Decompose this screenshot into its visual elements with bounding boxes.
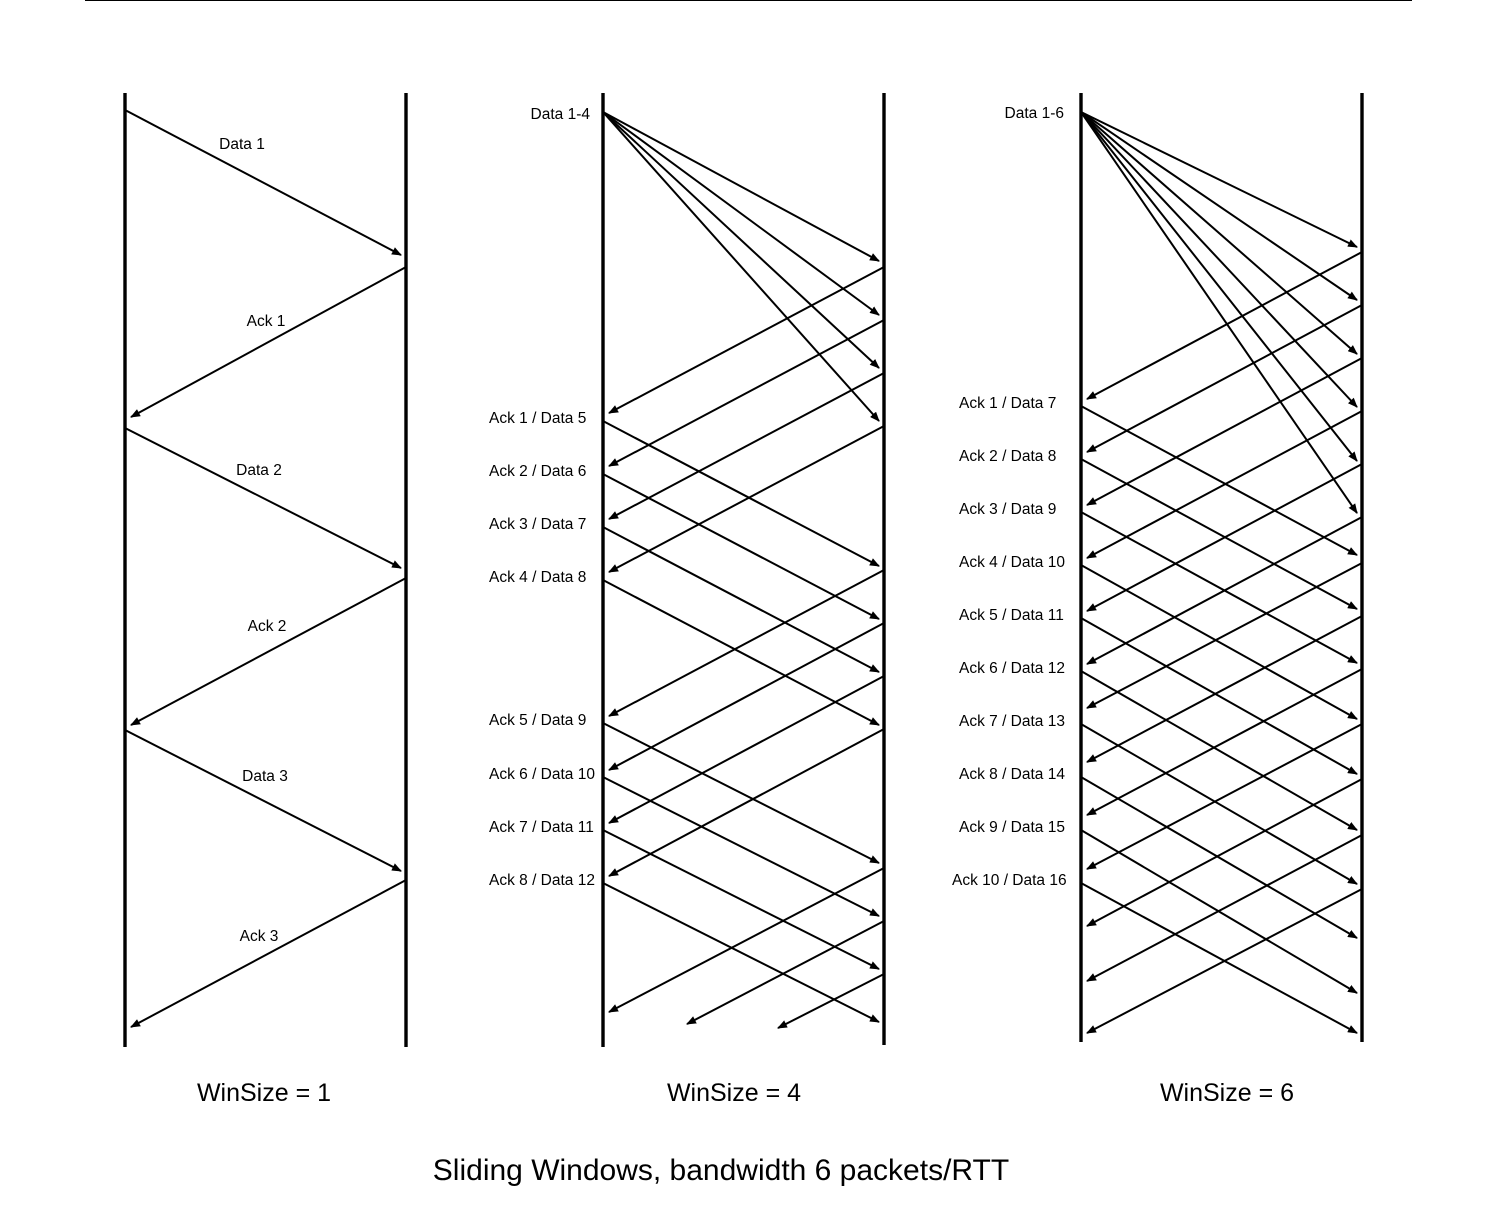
ack-arrow — [130, 577, 407, 726]
figure-title: Sliding Windows, bandwidth 6 packets/RTT — [433, 1154, 1009, 1187]
data-arrow — [1080, 511, 1358, 664]
data-arrow — [1080, 564, 1358, 720]
message-label: Ack 3 — [240, 928, 279, 945]
ack-arrow — [608, 675, 885, 824]
ack-arrow — [608, 728, 885, 877]
ack-arrow — [608, 622, 885, 771]
data-arrow — [1080, 617, 1358, 775]
ack-arrow — [1086, 304, 1363, 453]
ack-arrow — [130, 266, 407, 418]
message-label: Ack 1 / Data 7 — [959, 395, 1056, 412]
ack-arrow — [1086, 778, 1363, 927]
data-arrow — [602, 722, 880, 864]
data-arrow — [1080, 111, 1358, 355]
message-label: Ack 5 / Data 11 — [959, 607, 1064, 624]
data-arrow — [602, 882, 880, 1023]
data-arrow — [602, 111, 880, 316]
panel-winsize-6: Data 1-6 Ack 1 / Data 7 Ack 2 / Data 8 A… — [952, 93, 1364, 1107]
panel-winsize-1: Data 1 Ack 1 Data 2 Ack 2 Data 3 Ack 3 W… — [123, 93, 408, 1107]
data-arrow — [602, 526, 880, 673]
data-arrow — [602, 111, 880, 422]
message-label: Data 2 — [236, 462, 282, 479]
ack-arrow — [777, 973, 885, 1029]
data-arrow — [602, 420, 880, 567]
data-arrow — [602, 829, 880, 970]
message-label: Ack 6 / Data 12 — [959, 660, 1065, 677]
data-arrow — [1080, 723, 1358, 885]
message-label: Ack 8 / Data 12 — [489, 872, 595, 889]
panel-caption: WinSize = 4 — [667, 1079, 801, 1107]
message-label: Ack 1 — [247, 313, 286, 330]
message-label: Ack 2 / Data 6 — [489, 463, 586, 480]
data-arrow — [1080, 111, 1358, 301]
data-arrow — [602, 776, 880, 917]
ack-arrow — [686, 920, 885, 1025]
data-arrow — [124, 109, 402, 256]
message-label: Ack 3 / Data 7 — [489, 516, 586, 533]
ack-arrow — [1086, 562, 1363, 709]
data-arrow — [1080, 458, 1358, 610]
message-label: Ack 2 — [248, 618, 287, 635]
data-arrow — [602, 111, 880, 369]
ack-arrow — [130, 879, 407, 1028]
message-label: Ack 1 / Data 5 — [489, 410, 586, 427]
message-label: Ack 9 / Data 15 — [959, 819, 1065, 836]
data-arrow — [124, 729, 402, 872]
panel-caption: WinSize = 1 — [197, 1079, 331, 1107]
ack-arrow — [608, 425, 885, 573]
data-arrow — [124, 427, 402, 569]
ack-arrow — [1086, 615, 1363, 763]
ack-arrow — [1086, 357, 1363, 506]
message-label: Ack 4 / Data 10 — [959, 554, 1065, 571]
message-label: Ack 7 / Data 11 — [489, 819, 594, 836]
ack-arrow — [1086, 888, 1363, 1034]
panel-winsize-4: Data 1-4 Ack 1 / Data 5 Ack 2 / Data 6 A… — [489, 93, 886, 1107]
ack-arrow — [608, 266, 885, 414]
ack-arrow — [608, 319, 885, 467]
data-arrow — [602, 111, 880, 262]
data-arrow — [1080, 405, 1358, 556]
data-arrow — [1080, 111, 1358, 248]
message-label: Data 1-4 — [531, 106, 591, 123]
data-arrow — [602, 579, 880, 726]
panel-caption: WinSize = 6 — [1160, 1079, 1294, 1107]
message-label: Ack 3 / Data 9 — [959, 501, 1056, 518]
ack-arrow — [1086, 834, 1363, 982]
data-arrow — [1080, 670, 1358, 831]
ack-arrow — [1086, 723, 1363, 870]
message-label: Ack 6 / Data 10 — [489, 766, 595, 783]
data-arrow — [602, 473, 880, 620]
ack-arrow — [608, 569, 885, 717]
message-label: Ack 4 / Data 8 — [489, 569, 586, 586]
data-arrow — [1080, 111, 1358, 462]
message-label: Ack 10 / Data 16 — [952, 872, 1067, 889]
message-label: Ack 7 / Data 13 — [959, 713, 1065, 730]
data-arrow — [1080, 111, 1358, 514]
message-label: Ack 5 / Data 9 — [489, 712, 586, 729]
ack-arrow — [1086, 251, 1363, 400]
message-label: Ack 8 / Data 14 — [959, 766, 1065, 783]
data-arrow — [1080, 882, 1358, 1034]
message-label: Data 1-6 — [1005, 105, 1064, 122]
message-label: Ack 2 / Data 8 — [959, 448, 1056, 465]
data-arrow — [1080, 111, 1358, 408]
ack-arrow — [608, 372, 885, 520]
message-label: Data 1 — [219, 136, 265, 153]
message-label: Data 3 — [242, 768, 288, 785]
ack-arrow — [1086, 668, 1363, 816]
data-arrow — [1080, 776, 1358, 939]
ack-arrow — [608, 867, 885, 1013]
